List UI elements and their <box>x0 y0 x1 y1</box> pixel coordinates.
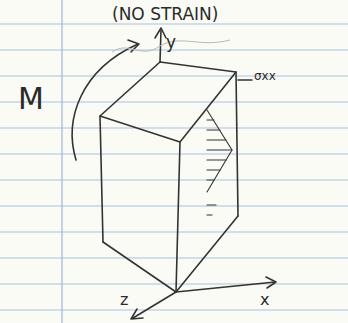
paper-lines <box>0 24 348 310</box>
arrow-head <box>131 309 143 319</box>
axis-label: y <box>166 34 176 51</box>
arrow-head <box>266 277 276 288</box>
z-axis <box>133 292 176 318</box>
cube-edge <box>100 116 103 242</box>
note-text: (NO STRAIN) <box>112 6 218 23</box>
margin-line <box>61 0 62 323</box>
cube-edge <box>103 216 238 292</box>
cube-top <box>100 62 236 142</box>
axis-label: x <box>260 292 269 308</box>
cube-edge <box>236 72 238 216</box>
stress-distribution <box>207 110 232 215</box>
stress-arrow <box>238 79 252 81</box>
moment-arrow <box>72 44 138 160</box>
axis-label: z <box>120 292 128 308</box>
cube-edge <box>176 142 180 292</box>
moment-label: M <box>18 84 44 114</box>
arrow-head <box>155 28 166 38</box>
x-axis <box>176 282 275 292</box>
stress-label: σxx <box>254 70 276 82</box>
